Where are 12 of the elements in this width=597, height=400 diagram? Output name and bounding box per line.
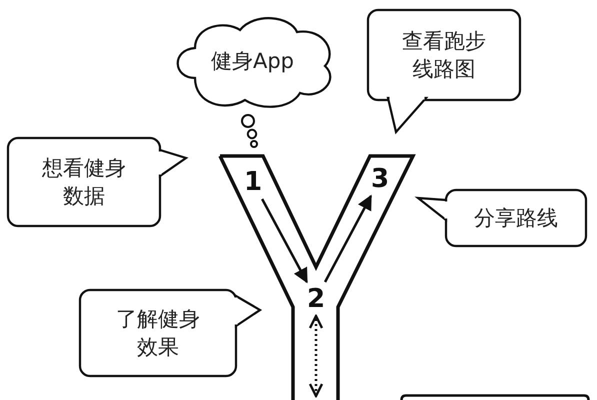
bubble-text: 分享路线 — [474, 204, 558, 232]
bubble-text: 想看健身数据 — [41, 154, 127, 210]
step-number: 1 — [244, 169, 262, 195]
bubble-text: 查看跑步线路图 — [401, 28, 487, 83]
step-number: 3 — [370, 166, 390, 192]
bubble-text: 了解健身效果 — [115, 306, 201, 361]
arrow — [324, 194, 372, 283]
callout-box — [400, 394, 590, 400]
arrow — [261, 198, 308, 284]
arrow — [308, 314, 324, 398]
step-number: 2 — [306, 286, 326, 312]
bubble-text: 健身App — [210, 48, 294, 75]
